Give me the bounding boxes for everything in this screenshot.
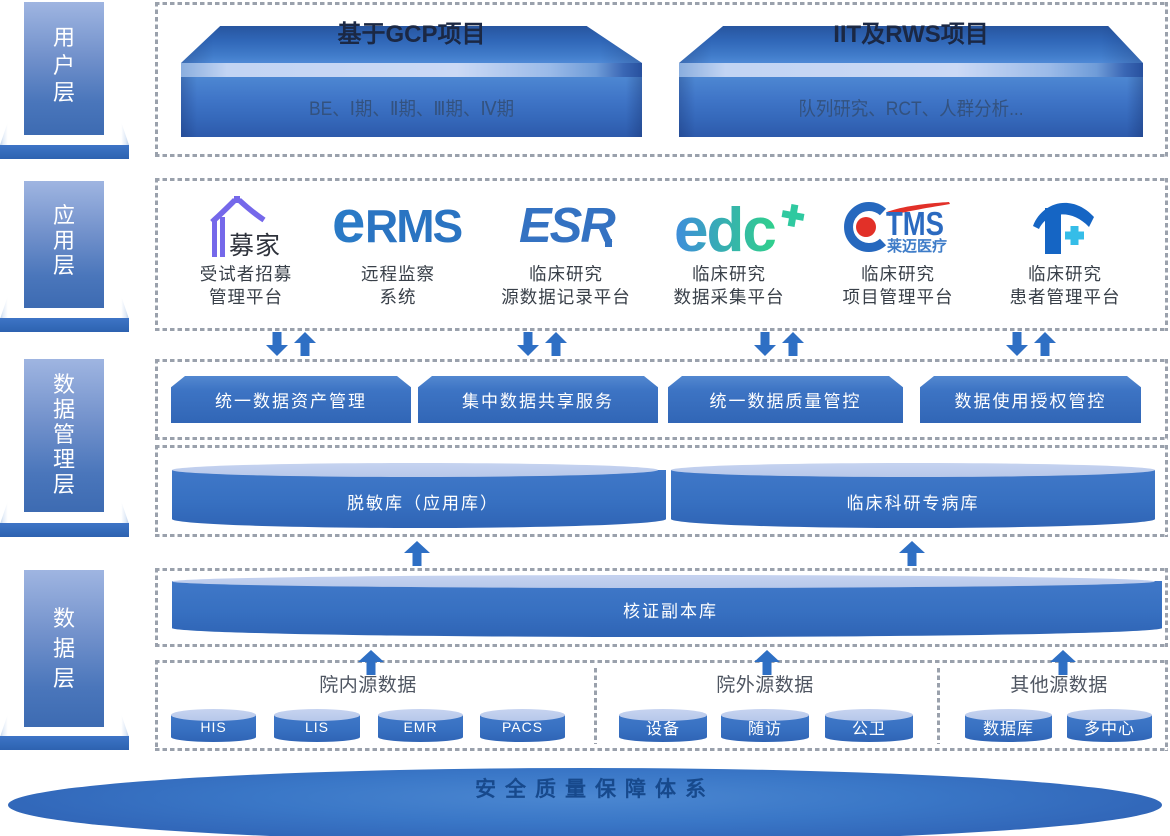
svg-text:e: e: [332, 197, 364, 247]
svg-text:莱迈医疗: 莱迈医疗: [887, 237, 947, 255]
svg-text:edc: edc: [674, 196, 775, 256]
svg-text:ESR: ESR: [519, 202, 616, 248]
svg-text:TMS: TMS: [886, 205, 944, 242]
svg-text:RMS: RMS: [365, 200, 462, 247]
